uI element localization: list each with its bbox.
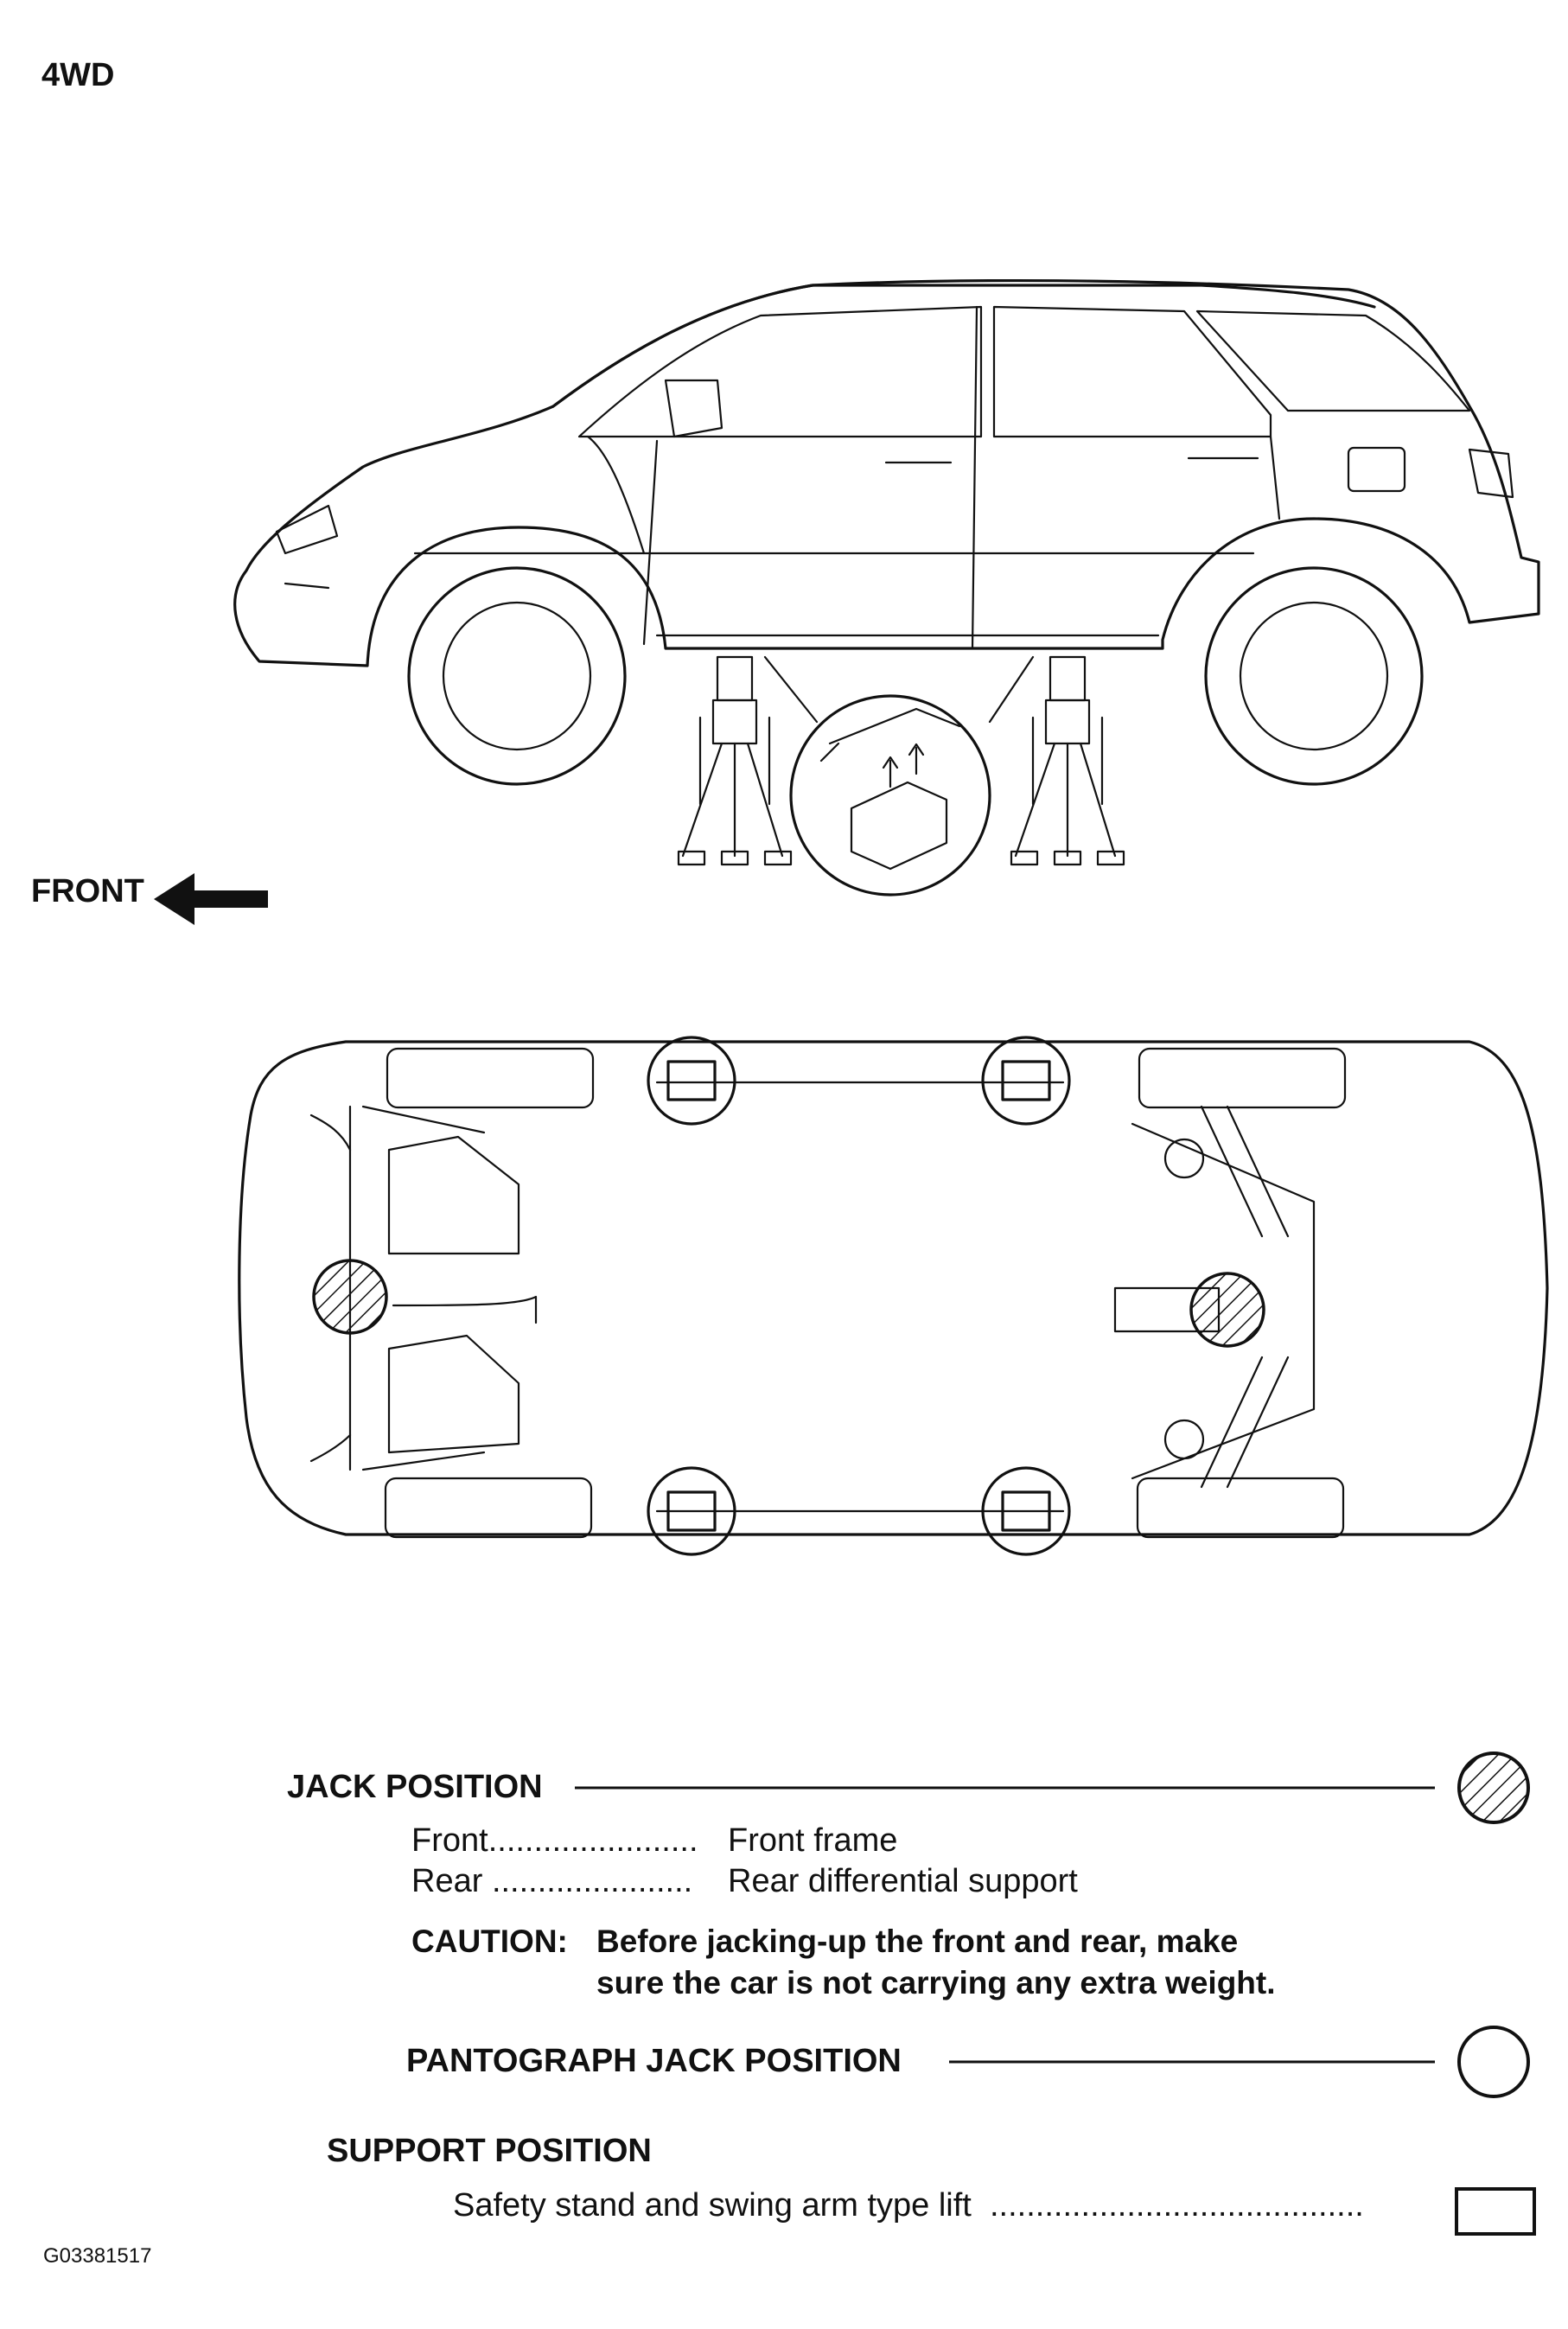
car-side-icon <box>233 278 1540 786</box>
caution-line-1: Before jacking-up the front and rear, ma… <box>596 1924 1239 1959</box>
jack-position-title: JACK POSITION <box>287 1769 543 1805</box>
lift-pad-icon <box>763 655 1035 897</box>
support-title: SUPPORT POSITION <box>327 2133 652 2169</box>
jack-rear-dots: ...................... <box>491 1863 693 1899</box>
jack-front-row: Front....................... <box>411 1822 698 1860</box>
open-rectangle-icon <box>1455 2187 1536 2236</box>
arrow-left-icon <box>154 873 268 925</box>
caution-line-2: sure the car is not carrying any extra w… <box>596 1965 1276 2000</box>
jack-stand-icon <box>677 655 793 866</box>
support-point-icon <box>647 1036 1071 1556</box>
jack-front-dots: ....................... <box>488 1822 698 1859</box>
hatched-circle-icon <box>1457 1752 1530 1824</box>
support-row-dots: ........................................… <box>989 2187 1364 2224</box>
jack-front-value: Front frame <box>728 1822 898 1859</box>
drivetrain-tag: 4WD <box>41 57 115 93</box>
front-label: FRONT <box>31 873 144 909</box>
caution-label: CAUTION: <box>411 1924 568 1959</box>
support-row: Safety stand and swing arm type lift ...… <box>453 2187 1364 2224</box>
jack-point-icon <box>312 1259 1265 1348</box>
figure-id: G03381517 <box>43 2244 152 2268</box>
jack-stand-icon <box>1010 655 1125 866</box>
jack-front-label: Front <box>411 1822 488 1859</box>
open-circle-icon <box>1457 2026 1530 2098</box>
support-row-label: Safety stand and swing arm type lift <box>453 2187 972 2224</box>
pantograph-title: PANTOGRAPH JACK POSITION <box>406 2043 902 2079</box>
jack-rear-value: Rear differential support <box>728 1863 1078 1899</box>
car-underbody-icon <box>238 1040 1549 1539</box>
jack-rear-label: Rear <box>411 1863 483 1899</box>
jack-rear-row: Rear ...................... <box>411 1863 692 1900</box>
